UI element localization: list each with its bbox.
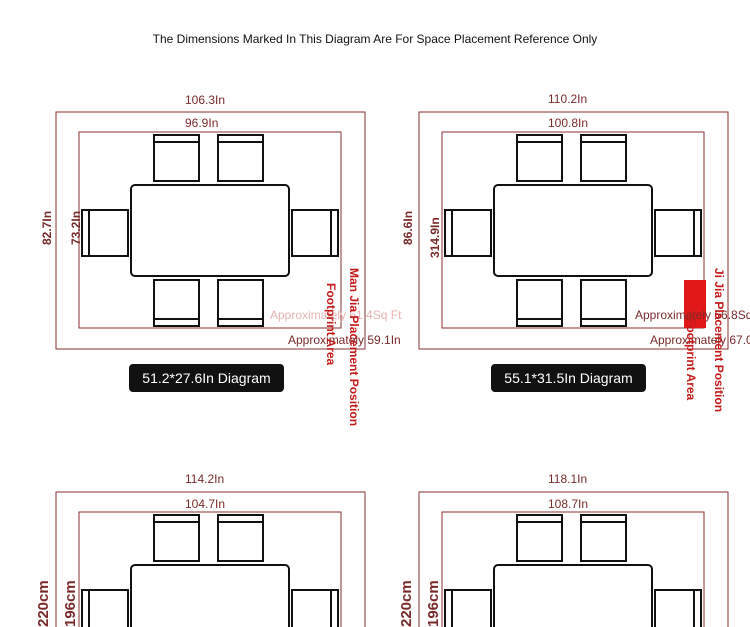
- diagram-2-inner-boundary: [441, 131, 705, 329]
- diagram-1-furniture: [81, 134, 339, 327]
- diagram-1-footprint: Approximately 59.1In: [288, 333, 401, 347]
- diagram-4-outer-boundary: [418, 491, 729, 627]
- diagram-2-furniture: [444, 134, 702, 327]
- chair: [153, 134, 200, 182]
- diagram-2-outer-height: 86.6In: [401, 210, 415, 245]
- chair: [516, 134, 563, 182]
- chair: [153, 279, 200, 327]
- chair: [580, 134, 627, 182]
- chair: [580, 279, 627, 327]
- chair: [580, 514, 627, 562]
- chair: [654, 589, 702, 627]
- diagram-2-room: [418, 111, 729, 350]
- diagram-1-outer-height: 82.7In: [40, 210, 54, 245]
- diagram-4-furniture: [444, 514, 702, 627]
- chair: [81, 589, 129, 627]
- diagram-1-room: [55, 111, 366, 350]
- diagram-2-footprint: Approximately 67.0: [650, 333, 750, 347]
- diagram-4-inner-height: 196cm: [425, 580, 442, 627]
- diagram-2-outer-width: 110.2In: [548, 92, 588, 106]
- reference-note: The Dimensions Marked In This Diagram Ar…: [152, 32, 598, 46]
- diagram-2-outer-boundary: [418, 111, 729, 350]
- diagram-1-table: [130, 184, 290, 277]
- diagram-4-room: [418, 491, 729, 627]
- diagram-2-area-ghost: Approximately 66.8Sq: [635, 308, 750, 322]
- diagram-4-outer-width: 118.1In: [548, 472, 588, 486]
- diagram-1-inner-width: 96.9In: [185, 116, 219, 130]
- diagram-4-inner-boundary: [441, 511, 705, 627]
- diagram-2-size-button[interactable]: 55.1*31.5In Diagram: [491, 364, 646, 392]
- diagram-3-room: [55, 491, 366, 627]
- diagram-1-placement-label: Man Jia Placement Position: [347, 268, 361, 427]
- diagram-3-inner-boundary: [78, 511, 342, 627]
- diagram-2-table: [493, 184, 653, 277]
- chair: [217, 279, 264, 327]
- chair: [516, 279, 563, 327]
- chair: [444, 589, 492, 627]
- chair: [153, 514, 200, 562]
- chair: [217, 514, 264, 562]
- diagram-1-inner-height: 73.2In: [69, 210, 83, 245]
- diagram-3-outer-width: 114.2In: [185, 472, 225, 486]
- diagram-2-placement-label: Ji Jia Placement Position: [712, 268, 726, 413]
- diagram-3-inner-width: 104.7In: [185, 497, 226, 511]
- chair: [516, 514, 563, 562]
- chair: [81, 209, 129, 257]
- diagram-3-furniture: [81, 514, 339, 627]
- chair: [291, 589, 339, 627]
- chair: [217, 134, 264, 182]
- diagram-4-outer-height: 220cm: [398, 580, 415, 627]
- diagram-3-inner-height: 196cm: [62, 580, 79, 627]
- diagram-3-outer-height: 220cm: [35, 580, 52, 627]
- diagram-1-outer-boundary: [55, 111, 366, 350]
- diagram-3-table: [130, 564, 290, 627]
- chair: [654, 209, 702, 257]
- diagram-4-table: [493, 564, 653, 627]
- chair: [444, 209, 492, 257]
- diagram-1-footprint-area-label: Footprint Area: [324, 283, 338, 366]
- diagram-1-outer-width: 106.3In: [185, 93, 226, 107]
- diagram-2-inner-height: 314.9In: [428, 217, 442, 258]
- diagram-1-area-ghost: Approximately 61.4Sq Ft: [270, 308, 402, 322]
- diagram-4-inner-width: 108.7In: [548, 497, 589, 511]
- placement-marker: [684, 280, 706, 328]
- diagram-1-size-button[interactable]: 51.2*27.6In Diagram: [129, 364, 284, 392]
- diagram-1-inner-boundary: [78, 131, 342, 329]
- diagram-2-footprint-area-label: Footprint Area: [684, 318, 698, 401]
- diagram-3-outer-boundary: [55, 491, 366, 627]
- diagram-2-inner-width: 100.8In: [548, 116, 589, 130]
- chair: [291, 209, 339, 257]
